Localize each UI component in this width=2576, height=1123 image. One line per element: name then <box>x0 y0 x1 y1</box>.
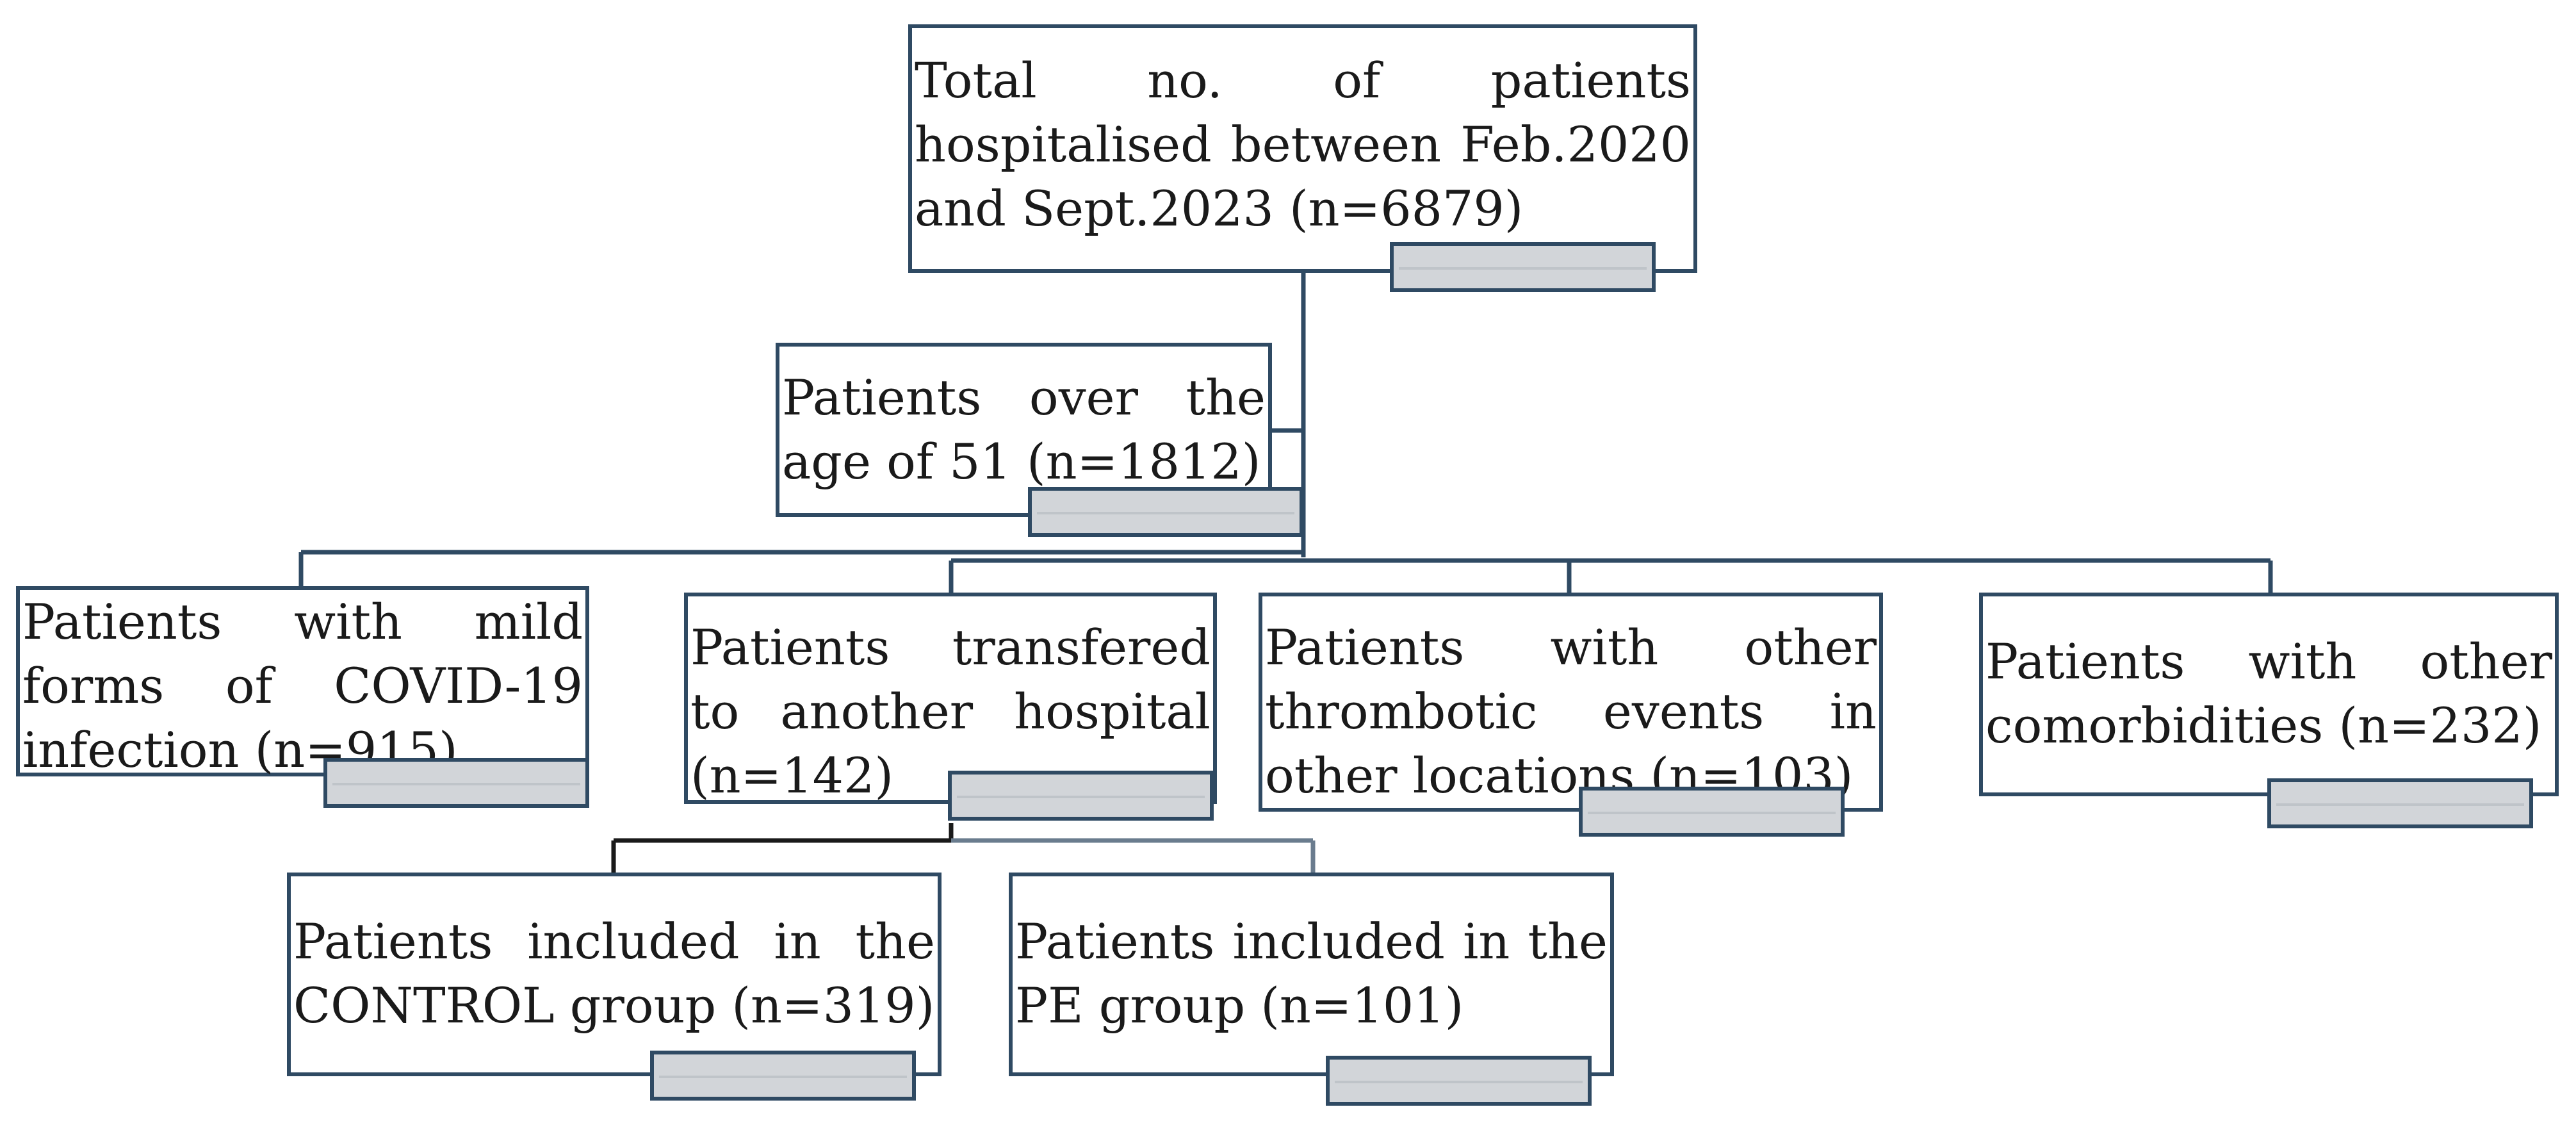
total-patients-box: Total no. of patients hospitalised betwe… <box>908 24 1697 273</box>
mild-covid-box: Patients with mild forms of COVID-19 inf… <box>16 586 589 778</box>
pe-group-box: Patients included in the PE group (n=101… <box>1009 873 1614 1076</box>
age-over-51-box: Patients over the age of 51 (n=1812) <box>776 343 1272 517</box>
mild-covid-label: Patients with mild forms of COVID-19 inf… <box>22 593 583 778</box>
thrombotic-events-tab <box>1579 787 1845 837</box>
comorbidities-box: Patients with other comorbidities (n=232… <box>1979 593 2559 796</box>
thrombotic-events-label: Patients with other thrombotic events in… <box>1265 619 1877 804</box>
comorbidities-tab <box>2267 778 2533 828</box>
total-patients-label: Total no. of patients hospitalised betwe… <box>915 52 1691 237</box>
age-over-51-label: Patients over the age of 51 (n=1812) <box>782 369 1266 490</box>
control-group-box: Patients included in the CONTROL group (… <box>287 873 942 1076</box>
mild-covid-tab <box>323 758 589 808</box>
control-group-tab <box>650 1051 916 1101</box>
pe-group-label: Patients included in the PE group (n=101… <box>1015 913 1608 1034</box>
pe-group-tab <box>1326 1056 1592 1106</box>
transferred-box: Patients transfered to another hospital … <box>684 593 1217 804</box>
thrombotic-events-box: Patients with other thrombotic events in… <box>1259 593 1883 812</box>
age-over-51-tab <box>1028 487 1303 537</box>
transferred-tab <box>948 771 1214 821</box>
control-group-label: Patients included in the CONTROL group (… <box>293 913 935 1034</box>
comorbidities-label: Patients with other comorbidities (n=232… <box>1985 633 2552 754</box>
total-patients-tab <box>1390 242 1656 292</box>
transferred-label: Patients transfered to another hospital … <box>690 619 1211 804</box>
